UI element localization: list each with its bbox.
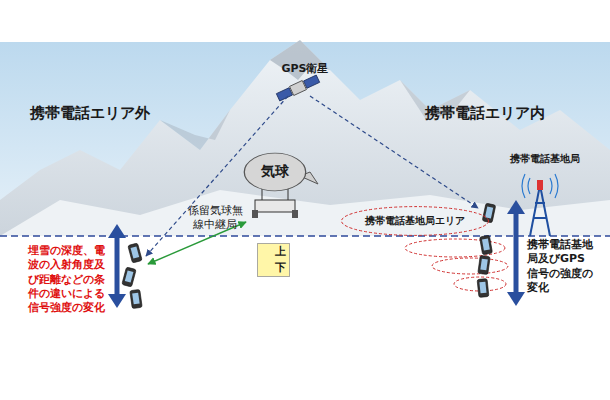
area-title: 携帯電話エリア内 [425,104,595,124]
satellite-label: GPS衛星 [270,62,340,76]
node-text: 上 [275,245,286,259]
relay-label: 係留気球無線中継局 [184,204,246,231]
condition-note: 埋雪の深度、電波の入射角度及び距離などの条件の違いによる信号強度の変化 [28,244,106,315]
node-shape [342,207,489,236]
tower-label: 携帯電話基地局 [510,152,580,165]
node-shape [244,153,305,191]
node-text: 携帯電話基地局エリア [362,215,468,228]
area-title: 携帯電話エリア外 [30,104,200,124]
up-down-box: 上下 [257,243,290,277]
node-shape [257,243,289,276]
balloon-node: 気球 [243,152,307,192]
node-text: 下 [275,261,286,275]
coverage-area: 携帯電話基地局エリア [340,205,490,237]
strength-note: 携帯電話基地局及びGPS信号の強度の変化 [527,238,593,295]
node-text: 気球 [261,163,289,181]
